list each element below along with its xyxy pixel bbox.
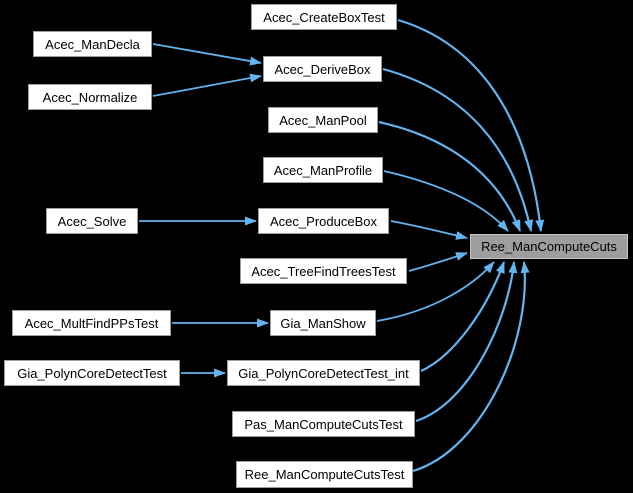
graph-node-pas-mancomputecutstest[interactable]: Pas_ManComputeCutsTest	[232, 411, 415, 437]
edge-acec-mandecla-to-acec-derivebox	[152, 43, 262, 66]
edge-acec-derivebox-to-ree-mancomputecuts	[382, 67, 534, 232]
graph-node-acec-multfindppstest[interactable]: Acec_MultFindPPsTest	[12, 310, 171, 336]
graph-node-acec-normalize[interactable]: Acec_Normalize	[28, 84, 152, 110]
graph-node-acec-producebox[interactable]: Acec_ProduceBox	[258, 208, 389, 234]
graph-node-ree-mancomputecuts-target: Ree_ManComputeCuts	[470, 234, 628, 259]
graph-node-gia-manshow[interactable]: Gia_ManShow	[270, 310, 376, 336]
graph-node-gia-polyncoredetecttest-int[interactable]: Gia_PolynCoreDetectTest_int	[227, 360, 420, 386]
edge-acec-createboxtest-to-ree-mancomputecuts	[397, 18, 545, 232]
edge-acec-manprofile-to-ree-mancomputecuts	[383, 170, 509, 232]
edge-pas-mancomputecutstest-to-ree-mancomputecuts	[415, 261, 518, 423]
edge-acec-treefindtreestest-to-ree-mancomputecuts	[408, 252, 468, 272]
graph-node-acec-treefindtreestest[interactable]: Acec_TreeFindTreesTest	[240, 258, 407, 284]
graph-node-acec-mandecla[interactable]: Acec_ManDecla	[33, 31, 152, 57]
graph-node-ree-mancomputecutstest[interactable]: Ree_ManComputeCutsTest	[236, 461, 413, 488]
edge-acec-manpool-to-ree-mancomputecuts	[378, 120, 522, 232]
edge-ree-mancomputecutstest-to-ree-mancomputecuts	[412, 261, 530, 473]
edge-acec-producebox-to-ree-mancomputecuts	[390, 220, 468, 240]
graph-node-acec-createboxtest[interactable]: Acec_CreateBoxTest	[251, 4, 397, 30]
graph-node-acec-solve[interactable]: Acec_Solve	[46, 208, 138, 234]
edge-gia-manshow-to-ree-mancomputecuts	[376, 261, 495, 322]
graph-node-acec-derivebox[interactable]: Acec_DeriveBox	[263, 56, 382, 82]
graph-node-acec-manpool[interactable]: Acec_ManPool	[268, 107, 378, 133]
edge-gia-polyncoredetecttest-int-to-ree-mancomputecuts	[420, 261, 506, 373]
graph-node-gia-polyncoredetecttest[interactable]: Gia_PolynCoreDetectTest	[4, 360, 180, 386]
graph-node-acec-manprofile[interactable]: Acec_ManProfile	[263, 157, 383, 183]
edge-acec-normalize-to-acec-derivebox	[152, 73, 262, 97]
